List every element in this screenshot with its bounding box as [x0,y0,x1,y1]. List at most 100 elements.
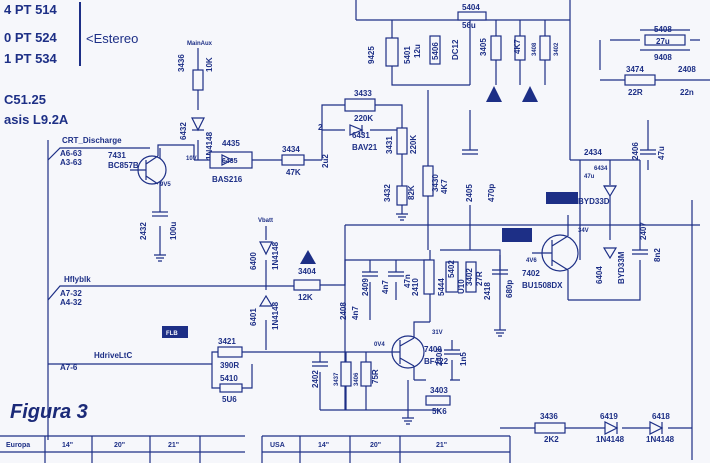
c2407-value: 8n2 [653,248,662,262]
r3406-ref: 3406 [354,372,360,386]
coil-5444 [423,259,435,295]
resistor-4k7 [514,35,526,61]
r3430-value: 4K7 [440,179,449,194]
r3436b-ref: 3436 [540,412,558,421]
resistor-3437 [340,361,352,387]
usa-size-14: 14" [318,442,329,449]
q7400-symbol [390,310,431,380]
diode-6401 [258,294,274,307]
c2406-ref: 2406 [631,142,640,160]
r3436-ref: 3436 [177,54,186,72]
q7402-type: BU1508DX [522,281,563,290]
d6433-type: BYD33D [578,197,610,206]
c2434-ref: 2434 [584,148,602,157]
d6434-ref: 6434 [594,166,608,172]
d6434-value: 47u [584,174,595,180]
c2418-symbol [492,255,508,275]
c2431-ref: 2 [318,123,323,132]
d6435-type: BAS216 [212,175,243,184]
collector-return [568,260,641,301]
q7431-voltage: 9V5 [160,182,171,188]
r3403-value: 5K6 [432,407,447,416]
c2407-ref: 2407 [639,222,648,240]
ground-symbol [154,254,166,262]
c2403-ref: 2403 [435,348,444,366]
hflyblk-line [47,259,430,301]
flag-label: FLB [166,331,178,337]
t5402-leads [429,249,501,310]
d6400-type: 1N4148 [271,241,280,270]
figure-label: Figura 3 [10,401,88,423]
d6404-leads [609,160,641,250]
r3437-ref: 3437 [334,372,340,386]
r3474-ref: 3474 [626,65,644,74]
r3433-value: 220K [354,114,373,123]
r3402-ref: 3402 [554,42,560,56]
r3432-value: 82K [407,185,416,200]
c2432-ref: 2432 [139,222,148,240]
r3432-ref: 3432 [383,184,392,202]
d6400-ref: 6400 [249,252,258,270]
c2408-ref: 2408 [678,65,696,74]
model-line-2: 0 PT 524 [4,30,58,45]
l5404-ref: 5404 [462,3,480,12]
r3408-ref: 3408 [532,42,538,56]
c2403-symbol [444,340,460,380]
europe-size-14: 14" [62,442,73,449]
choke-5406 [429,35,441,65]
d6404-ref: 6404 [595,266,604,284]
europe-table-grid [0,435,245,463]
signal-hdrive: HdriveLtC [94,351,132,360]
c2409-ref: 2409 [361,278,370,296]
warning-triangle-1 [486,86,502,102]
q7400-type: BF422 [424,357,449,366]
c2410-value: 47n [403,274,412,288]
resistor-3436b [534,422,566,434]
hdrive-line [48,351,390,365]
q7431-collector-voltage: 10V [186,156,197,162]
model-line-1: 4 PT 514 [4,2,58,17]
d6432-ref: 6432 [179,122,188,140]
c2402-symbol [312,352,328,410]
diode-6419 [604,421,619,435]
q7402-base-voltage: 4V6 [526,258,537,264]
r3405-ref: 3405 [479,38,488,56]
c2408b-value: 4n7 [351,306,360,320]
signal-a76: A7-6 [60,363,78,372]
q7402-symbol [532,215,569,300]
d4435-ref: 4435 [222,139,240,148]
warning-triangle-3 [300,250,316,264]
r3433-ref: 3433 [354,89,372,98]
c2418-value: 680p [505,280,514,298]
l5444-ref: 5444 [437,278,446,296]
diode-6404 [602,247,618,260]
l5404-value: 56u [462,21,476,30]
c2405-symbol [462,149,478,155]
signal-mainaux: MainAux [187,41,213,47]
t5402-ref: 5402 [447,260,456,278]
coil-5408 [644,34,686,46]
resistor-3434 [281,154,305,166]
r9425-ref: 9425 [367,46,376,64]
c2406-value: 47u [657,146,666,160]
d6419-type: 1N4148 [596,435,625,444]
q7402-voltage: 34V [578,228,589,234]
chassis-line-1: C51.25 [4,92,46,107]
l5410-ref: 5410 [220,374,238,383]
europe-table-header: Europa [6,442,30,449]
c2405-ref: 2405 [465,184,474,202]
ground-2418 [494,300,506,337]
c2405-value: 470p [487,184,496,202]
r3434-ref: 3434 [282,145,300,154]
c2432-value: 100u [169,222,178,240]
c2408b-ref: 2408 [339,302,348,320]
d6431-ref: 6431 [352,131,370,140]
coil-5404 [457,11,487,21]
r4k7-value: 4K7 [513,39,522,54]
r3421-value: 390R [220,361,239,370]
q7431-type: BC857B [108,161,139,170]
c2403-value: 1n5 [459,352,468,366]
l5408-value: 27u [656,37,670,46]
r3436-value: 10K [205,57,214,72]
resistor-3474 [624,74,656,86]
